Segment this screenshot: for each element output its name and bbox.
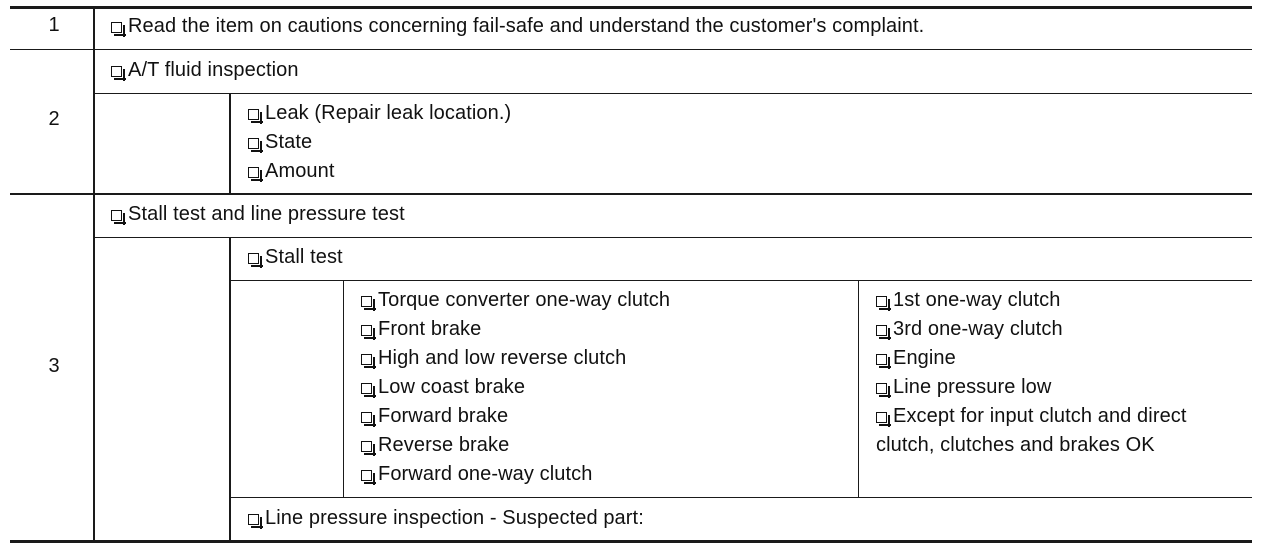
checklist-item-label: Front brake [378, 318, 482, 340]
column-divider [229, 93, 231, 194]
checklist-item: Forward one-way clutch [361, 460, 593, 489]
checklist-item-continuation: clutch, clutches and brakes OK [876, 434, 1155, 456]
checklist-item-label: Read the item on cautions concerning fai… [128, 15, 925, 37]
checklist-item-label: State [265, 131, 313, 153]
checkbox-icon[interactable] [361, 383, 376, 398]
column-divider [858, 280, 859, 498]
checklist-item: Amount [248, 157, 335, 186]
checkbox-icon[interactable] [361, 441, 376, 456]
checklist-item-label: Reverse brake [378, 434, 510, 456]
checklist-item-label: Line pressure inspection - Suspected par… [265, 507, 644, 529]
checkbox-icon[interactable] [111, 22, 126, 37]
checklist-item-label: High and low reverse clutch [378, 347, 627, 369]
checklist-item: Front brake [361, 315, 481, 344]
row-divider [94, 93, 1252, 94]
checkbox-icon[interactable] [248, 253, 263, 268]
column-divider [93, 6, 95, 543]
checklist-item-label: Forward brake [378, 405, 509, 427]
table-bottom-border [10, 540, 1252, 543]
checkbox-icon[interactable] [361, 412, 376, 427]
checklist-item: Stall test [248, 243, 343, 272]
checkbox-icon[interactable] [111, 66, 126, 81]
checklist-item-label: A/T fluid inspection [128, 59, 299, 81]
row-number: 3 [48, 355, 60, 377]
checklist-item-label: Torque converter one-way clutch [378, 289, 671, 311]
checklist-item-label: Amount [265, 160, 335, 182]
checklist-item-label: Line pressure low [893, 376, 1052, 398]
checkbox-icon[interactable] [111, 210, 126, 225]
column-divider [343, 280, 344, 498]
row-number: 2 [48, 108, 60, 130]
checklist-item: A/T fluid inspection [111, 56, 299, 85]
checklist-item: Line pressure inspection - Suspected par… [248, 504, 644, 533]
checkbox-icon[interactable] [248, 138, 263, 153]
row-divider [230, 497, 1252, 498]
row-divider [10, 49, 1252, 50]
checklist-item-label: Stall test [265, 246, 343, 268]
row-divider [94, 237, 1252, 238]
row-divider [10, 193, 1252, 195]
checkbox-icon[interactable] [876, 296, 891, 311]
checkbox-icon[interactable] [876, 383, 891, 398]
checklist-item-label: Forward one-way clutch [378, 463, 593, 485]
checklist-item-label: Low coast brake [378, 376, 526, 398]
checklist-item: Line pressure low [876, 373, 1051, 402]
checklist-item-label: Leak (Repair leak location.) [265, 102, 512, 124]
checkbox-icon[interactable] [248, 514, 263, 529]
checkbox-icon[interactable] [248, 167, 263, 182]
row-divider [230, 280, 1252, 281]
checklist-item: Read the item on cautions concerning fai… [111, 12, 924, 41]
checkbox-icon[interactable] [361, 354, 376, 369]
checkbox-icon[interactable] [361, 470, 376, 485]
checklist-item-label: Engine [893, 347, 956, 369]
checklist-item: State [248, 128, 312, 157]
checklist-item: High and low reverse clutch [361, 344, 626, 373]
checklist-item: Reverse brake [361, 431, 509, 460]
checklist-item-label: 3rd one-way clutch [893, 318, 1063, 340]
checklist-item-label: Except for input clutch and direct [893, 405, 1187, 427]
checklist-item: Stall test and line pressure test [111, 200, 405, 229]
checkbox-icon[interactable] [361, 296, 376, 311]
column-divider [229, 237, 231, 543]
checklist-item: Engine [876, 344, 956, 373]
checkbox-icon[interactable] [876, 412, 891, 427]
checklist-item-label: Stall test and line pressure test [128, 203, 405, 225]
checklist-item: Torque converter one-way clutch [361, 286, 670, 315]
checkbox-icon[interactable] [876, 354, 891, 369]
checkbox-icon[interactable] [248, 109, 263, 124]
checklist-item: Except for input clutch and direct [876, 402, 1187, 431]
checkbox-icon[interactable] [361, 325, 376, 340]
checklist-item: 3rd one-way clutch [876, 315, 1063, 344]
checklist-item: Low coast brake [361, 373, 525, 402]
checkbox-icon[interactable] [876, 325, 891, 340]
row-number: 1 [48, 14, 60, 36]
checklist-item-label: 1st one-way clutch [893, 289, 1061, 311]
checklist-item: 1st one-way clutch [876, 286, 1060, 315]
checklist-item: Forward brake [361, 402, 508, 431]
table-top-border [10, 6, 1252, 9]
checklist-item: Leak (Repair leak location.) [248, 99, 511, 128]
